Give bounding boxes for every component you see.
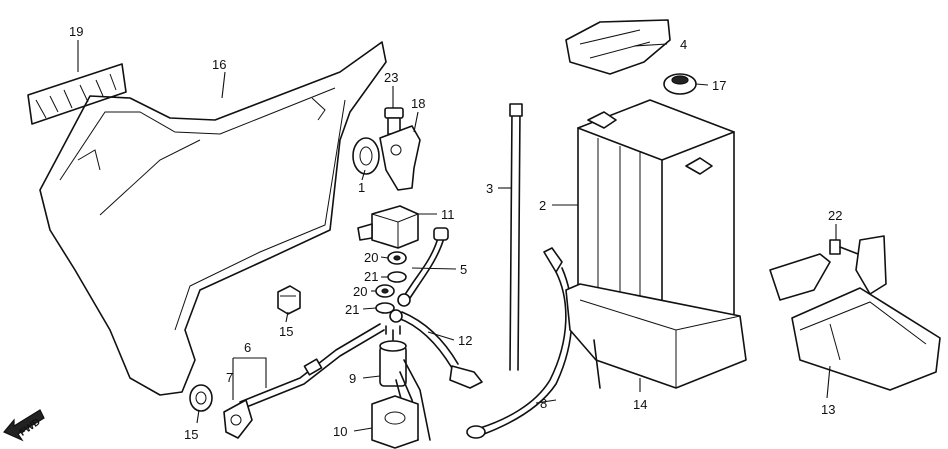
- nut-part-lower: [375, 284, 395, 298]
- grommet-part-upper: [277, 285, 301, 315]
- callout-4: 4: [680, 37, 687, 52]
- rubber-grommet-part: [352, 137, 380, 175]
- callout-7: 7: [226, 370, 233, 385]
- callout-9: 9: [349, 371, 356, 386]
- washer-part-upper: [387, 271, 407, 283]
- callout-10: 10: [333, 424, 347, 439]
- callout-17: 17: [712, 78, 726, 93]
- mounting-bracket-part: [769, 235, 941, 391]
- callout-13: 13: [821, 402, 835, 417]
- callout-6: 6: [244, 340, 251, 355]
- callout-labels: 19 16 23 18 1 11 20 21 20 21 5 12 15 6 7…: [69, 24, 842, 442]
- starter-relay-part: [357, 205, 419, 249]
- callout-19: 19: [69, 24, 83, 39]
- callout-21-lower: 21: [345, 302, 359, 317]
- callout-14: 14: [633, 397, 647, 412]
- bracket-part: [379, 125, 421, 191]
- callout-1: 1: [358, 180, 365, 195]
- leader-lines: [77, 40, 837, 432]
- callout-22: 22: [828, 208, 842, 223]
- ground-cable-part: [389, 309, 483, 389]
- nut-part-upper: [387, 251, 407, 265]
- callout-16: 16: [212, 57, 226, 72]
- callout-2: 2: [539, 198, 546, 213]
- battery-strap-part: [565, 19, 671, 75]
- callout-3: 3: [486, 181, 493, 196]
- forward-arrow-icon: [3, 409, 45, 442]
- battery-tray-part: [565, 283, 747, 389]
- breather-tube-part: [509, 103, 523, 371]
- battery-cable-part: [239, 323, 385, 409]
- holder-part: [371, 395, 419, 449]
- relay-cable-part: [397, 227, 449, 307]
- terminal-cap-part: [223, 399, 253, 439]
- callout-15-lower: 15: [184, 427, 198, 442]
- cap-part: [663, 73, 697, 95]
- callout-20-lower: 20: [353, 284, 367, 299]
- emblem-part: [27, 63, 127, 125]
- callout-15-upper: 15: [279, 324, 293, 339]
- grommet-part-lower: [189, 384, 213, 412]
- callout-5: 5: [460, 262, 467, 277]
- callout-8: 8: [540, 396, 547, 411]
- callout-21-upper: 21: [364, 269, 378, 284]
- callout-18: 18: [411, 96, 425, 111]
- callout-11: 11: [441, 207, 455, 222]
- callout-12: 12: [458, 333, 472, 348]
- bolt-part: [384, 107, 404, 135]
- side-cover-part: [39, 41, 387, 396]
- callout-23: 23: [384, 70, 398, 85]
- mounting-bolt-part: [829, 239, 859, 255]
- callout-20-upper: 20: [364, 250, 378, 265]
